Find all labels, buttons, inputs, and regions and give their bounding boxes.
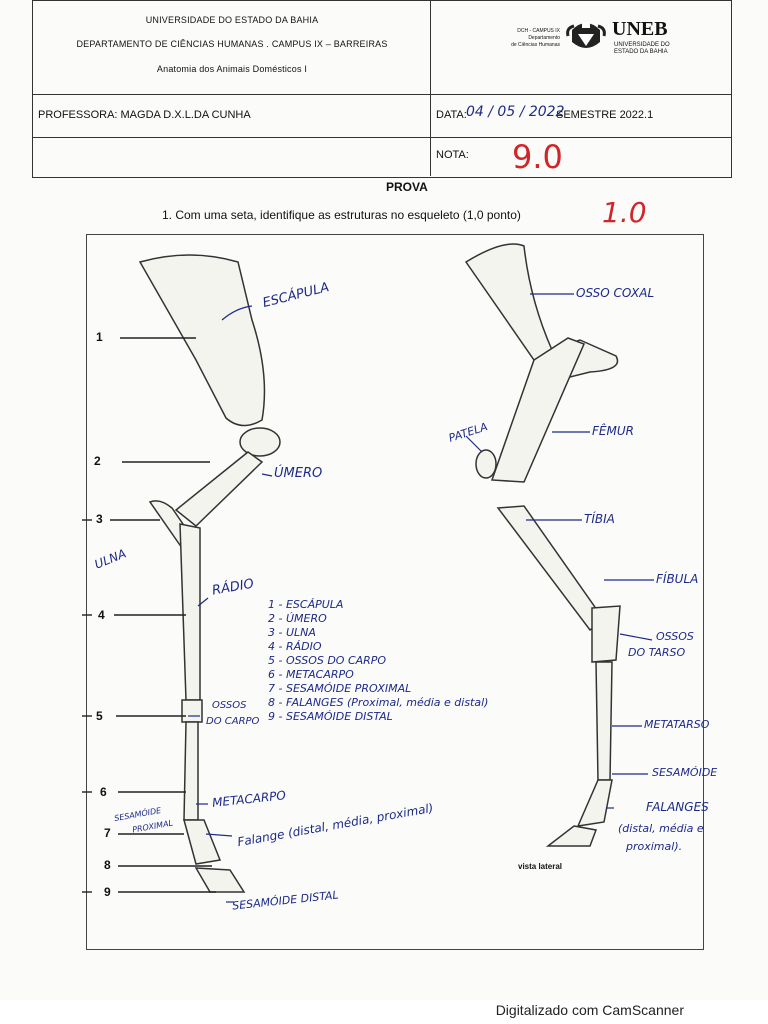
label-ossos-tarso-1: OSSOS <box>656 630 694 643</box>
forelimb-number-5: 5 <box>96 709 103 723</box>
metatarsal-bone <box>595 661 613 781</box>
legend-item: 5 - OSSOS DO CARPO <box>268 654 387 667</box>
camscanner-footer: Digitalizado com CamScanner <box>495 1002 684 1018</box>
label-falanges-hind-1: FALANGES <box>646 800 709 814</box>
legend-item: 7 - SESAMÓIDE PROXIMAL <box>268 682 412 695</box>
logo-small-line3: de Ciências Humanas <box>511 42 560 48</box>
header-divider-2 <box>32 137 731 138</box>
label-falanges-hind-3: proximal). <box>626 840 683 853</box>
tarsal-bones <box>591 605 621 663</box>
logo-sub-line1: UNIVERSIDADE DO <box>614 42 670 48</box>
question-text: 1. Com uma seta, identifique as estrutur… <box>162 208 521 222</box>
label-ossos-carpo-1: OSSOS <box>212 700 247 711</box>
header-divider-vertical <box>430 0 431 176</box>
logo-small-text: DCH - CAMPUS IX Departamento de Ciências… <box>498 28 560 49</box>
forelimb-number-8: 8 <box>104 858 111 872</box>
exam-title: PROVA <box>386 180 428 194</box>
forelimb-number-9: 9 <box>104 885 111 899</box>
department-name: DEPARTAMENTO DE CIÊNCIAS HUMANAS . CAMPU… <box>76 39 388 49</box>
hoof-hind <box>545 825 598 847</box>
nota-label: NOTA: <box>436 149 469 161</box>
legend-item: 2 - ÚMERO <box>268 612 327 625</box>
hoof-fore <box>194 867 246 893</box>
uneb-logo: DCH - CAMPUS IX Departamento de Ciências… <box>498 12 678 62</box>
logo-small-line1: DCH - CAMPUS IX <box>517 28 560 34</box>
legend-item: 3 - ULNA <box>268 626 316 639</box>
nota-value: 9.0 <box>512 138 563 176</box>
semester-label: SEMESTRE 2022.1 <box>556 109 654 121</box>
course-name: Anatomia dos Animais Domésticos I <box>156 64 308 74</box>
vista-lateral-caption: vista lateral <box>518 862 563 871</box>
logo-subtitle: UNIVERSIDADE DO ESTADO DA BAHIA <box>614 42 670 56</box>
forelimb-number-7: 7 <box>104 826 111 840</box>
humerus-head <box>239 427 281 457</box>
label-umero: ÚMERO <box>274 466 323 481</box>
legend-item: 9 - SESAMÓIDE DISTAL <box>268 710 393 723</box>
question-score: 1.0 <box>602 196 647 229</box>
figure-frame <box>86 234 704 950</box>
label-sesamoide-hind: SESAMÓIDE <box>652 766 718 779</box>
exam-sheet: UNIVERSIDADE DO ESTADO DA BAHIA DEPARTAM… <box>32 0 732 950</box>
radius-bone <box>179 523 201 701</box>
carpal-bones <box>181 699 203 723</box>
university-name: UNIVERSIDADE DO ESTADO DA BAHIA <box>145 15 319 25</box>
legend-item: 1 - ESCÁPULA <box>268 598 344 611</box>
date-value: 04 / 05 / 2022 <box>466 104 565 120</box>
forelimb-number-4: 4 <box>98 608 105 622</box>
label-tibia: TÍBIA <box>584 512 615 526</box>
skeleton-illustration <box>82 243 654 903</box>
forelimb-number-6: 6 <box>100 785 107 799</box>
legend-item: 4 - RÁDIO <box>268 640 322 653</box>
label-fibula: FÍBULA <box>656 572 699 586</box>
legend-item: 6 - METACARPO <box>268 668 354 681</box>
logo-name: UNEB <box>612 18 668 40</box>
label-metatarso: METATARSO <box>644 718 710 731</box>
date-label: DATA: <box>436 109 467 121</box>
professor-label: PROFESSORA: MAGDA D.X.L.DA CUNHA <box>38 109 251 121</box>
phalanges-fore <box>183 819 222 865</box>
header-table <box>32 0 732 178</box>
label-ossos-tarso-2: DO TARSO <box>628 646 686 659</box>
header-divider-1 <box>32 94 731 95</box>
label-osso-coxal: OSSO COXAL <box>576 286 655 300</box>
scapula-bone <box>138 254 266 427</box>
humerus-bone <box>174 451 264 527</box>
crest-icon <box>566 22 606 48</box>
forelimb-number-3: 3 <box>96 512 103 526</box>
logo-small-line2: Departamento <box>528 35 560 41</box>
label-femur: FÊMUR <box>592 424 634 438</box>
phalanges-hind <box>576 779 613 827</box>
forelimb-number-1: 1 <box>96 330 103 344</box>
label-falanges-hind-2: (distal, média e <box>618 822 704 835</box>
femur-bone <box>490 337 586 483</box>
label-ossos-carpo-2: DO CARPO <box>206 716 260 727</box>
forelimb-number-2: 2 <box>94 454 101 468</box>
patella-bone <box>475 449 497 479</box>
legend-item: 8 - FALANGES (Proximal, média e distal) <box>268 696 489 709</box>
logo-sub-line2: ESTADO DA BAHIA <box>614 49 668 55</box>
metacarpal-bone <box>183 721 199 821</box>
legend-list: 1 - ESCÁPULA 2 - ÚMERO 3 - ULNA 4 - RÁDI… <box>268 598 568 724</box>
